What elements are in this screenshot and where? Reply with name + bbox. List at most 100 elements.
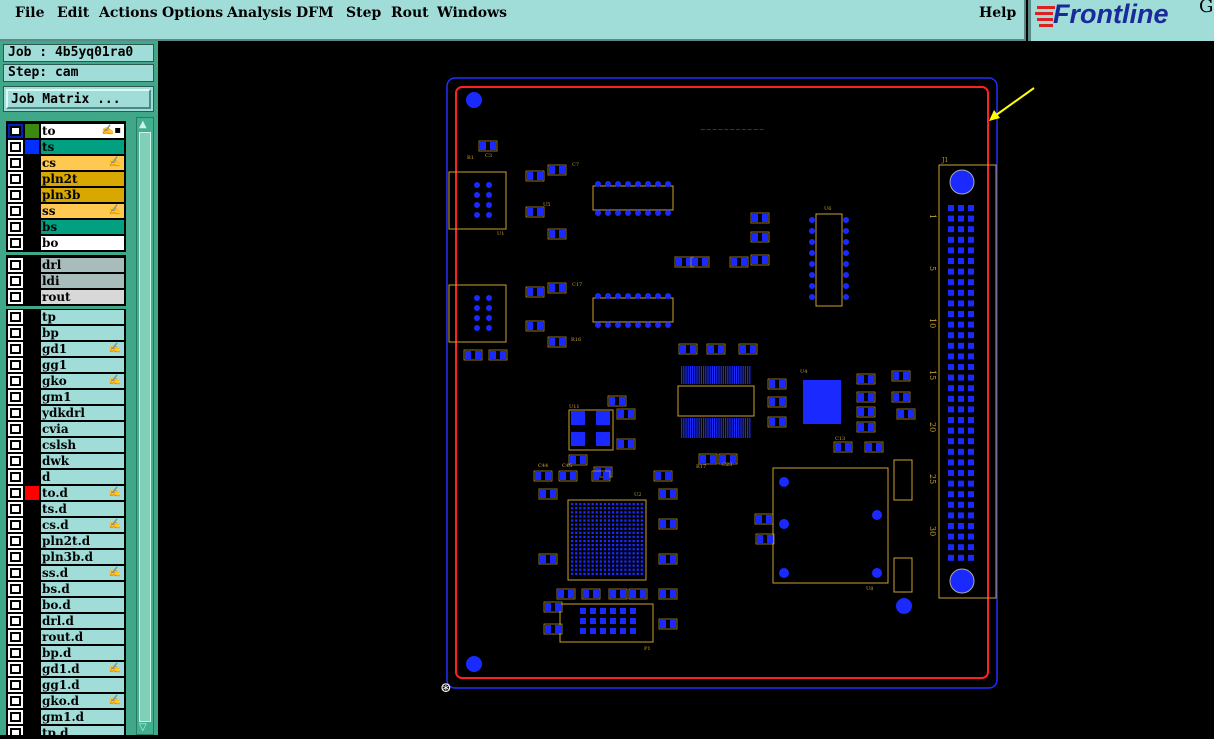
layer-row-gd1-d[interactable]: gd1.d✍ (6, 661, 126, 677)
layer-row-cvia[interactable]: cvia (6, 421, 126, 437)
layer-checkbox[interactable] (8, 694, 23, 708)
layer-name[interactable]: gko.d✍ (41, 694, 124, 708)
layer-row-bo-d[interactable]: bo.d (6, 597, 126, 613)
layer-row-gko-d[interactable]: gko.d✍ (6, 693, 126, 709)
scrollbar-thumb[interactable] (139, 132, 151, 722)
layer-row-bo[interactable]: bo (6, 235, 126, 251)
menu-rout[interactable]: Rout (391, 5, 429, 21)
layer-row-gd1[interactable]: gd1✍ (6, 341, 126, 357)
layer-name[interactable]: d (41, 470, 124, 484)
layer-name[interactable]: ldi (41, 274, 124, 288)
layer-checkbox[interactable] (8, 678, 23, 692)
layer-checkbox[interactable] (8, 140, 23, 154)
layer-name[interactable]: bp.d (41, 646, 124, 660)
layer-row-bp-d[interactable]: bp.d (6, 645, 126, 661)
layer-row-cs[interactable]: cs✍ (6, 155, 126, 171)
layer-row-to[interactable]: to✍▪ (6, 123, 126, 139)
layer-row-ss-d[interactable]: ss.d✍ (6, 565, 126, 581)
layer-row-ts-d[interactable]: ts.d (6, 501, 126, 517)
layer-row-rout[interactable]: rout (6, 289, 126, 305)
layer-row-drl[interactable]: drl (6, 257, 126, 273)
layer-name[interactable]: gko✍ (41, 374, 124, 388)
menu-step[interactable]: Step (346, 5, 382, 21)
menu-windows[interactable]: Windows (437, 5, 508, 21)
layer-checkbox[interactable] (8, 326, 23, 340)
layer-checkbox[interactable] (8, 470, 23, 484)
layer-row-pln2t-d[interactable]: pln2t.d (6, 533, 126, 549)
layer-checkbox[interactable] (8, 358, 23, 372)
layer-checkbox[interactable] (8, 646, 23, 660)
layer-checkbox[interactable] (8, 598, 23, 612)
layer-checkbox[interactable] (8, 390, 23, 404)
layer-row-pln3b-d[interactable]: pln3b.d (6, 549, 126, 565)
layer-name[interactable]: pln2t (41, 172, 124, 186)
layer-checkbox[interactable] (8, 374, 23, 388)
layer-checkbox[interactable] (8, 662, 23, 676)
layer-name[interactable]: pln3b.d (41, 550, 124, 564)
scroll-down-icon[interactable]: ▽ (139, 722, 147, 733)
menu-help[interactable]: Help (979, 5, 1017, 21)
layer-name[interactable]: to.d✍ (41, 486, 124, 500)
layer-row-gm1[interactable]: gm1 (6, 389, 126, 405)
layer-checkbox[interactable] (8, 172, 23, 186)
layer-checkbox[interactable] (8, 274, 23, 288)
layer-name[interactable]: ydkdrl (41, 406, 124, 420)
layer-name[interactable]: gd1.d✍ (41, 662, 124, 676)
layer-name[interactable]: drl.d (41, 614, 124, 628)
layer-row-pln3b[interactable]: pln3b (6, 187, 126, 203)
layer-row-tp-d[interactable]: tp.d (6, 725, 126, 735)
layer-checkbox[interactable] (8, 502, 23, 516)
layer-checkbox[interactable] (8, 310, 23, 324)
layer-scrollbar[interactable]: ▲ ▽ (136, 117, 154, 735)
layer-checkbox[interactable] (8, 124, 23, 138)
layer-row-ydkdrl[interactable]: ydkdrl (6, 405, 126, 421)
layer-row-dwk[interactable]: dwk (6, 453, 126, 469)
layer-row-cs-d[interactable]: cs.d✍ (6, 517, 126, 533)
layer-checkbox[interactable] (8, 220, 23, 234)
layer-name[interactable]: to✍▪ (41, 124, 124, 138)
layer-row-ldi[interactable]: ldi (6, 273, 126, 289)
layer-name[interactable]: dwk (41, 454, 124, 468)
layer-name[interactable]: gg1.d (41, 678, 124, 692)
layer-checkbox[interactable] (8, 726, 23, 735)
layer-name[interactable]: bo (41, 236, 124, 250)
layer-row-gko[interactable]: gko✍ (6, 373, 126, 389)
layer-row-tp[interactable]: tp (6, 309, 126, 325)
layer-checkbox[interactable] (8, 290, 23, 304)
layer-name[interactable]: pln3b (41, 188, 124, 202)
layer-name[interactable]: tp.d (41, 726, 124, 735)
layer-checkbox[interactable] (8, 486, 23, 500)
layer-row-ts[interactable]: ts (6, 139, 126, 155)
layer-name[interactable]: gg1 (41, 358, 124, 372)
layer-checkbox[interactable] (8, 630, 23, 644)
layer-row-gg1[interactable]: gg1 (6, 357, 126, 373)
layer-checkbox[interactable] (8, 236, 23, 250)
job-matrix-button[interactable]: Job Matrix ... (3, 86, 154, 112)
layer-row-ss[interactable]: ss✍ (6, 203, 126, 219)
layer-row-d[interactable]: d (6, 469, 126, 485)
layer-row-gg1-d[interactable]: gg1.d (6, 677, 126, 693)
layer-name[interactable]: cslsh (41, 438, 124, 452)
layer-checkbox[interactable] (8, 534, 23, 548)
layer-checkbox[interactable] (8, 156, 23, 170)
layer-checkbox[interactable] (8, 406, 23, 420)
layer-row-cslsh[interactable]: cslsh (6, 437, 126, 453)
scroll-up-icon[interactable]: ▲ (139, 119, 147, 130)
layer-name[interactable]: cs.d✍ (41, 518, 124, 532)
layer-name[interactable]: ts.d (41, 502, 124, 516)
menu-analysis[interactable]: Analysis (227, 5, 292, 21)
menu-edit[interactable]: Edit (57, 5, 90, 21)
layer-checkbox[interactable] (8, 566, 23, 580)
layer-checkbox[interactable] (8, 550, 23, 564)
layer-name[interactable]: pln2t.d (41, 534, 124, 548)
menu-options[interactable]: Options (162, 5, 224, 21)
layer-row-bs[interactable]: bs (6, 219, 126, 235)
layer-row-bs-d[interactable]: bs.d (6, 581, 126, 597)
layer-name[interactable]: rout.d (41, 630, 124, 644)
layer-name[interactable]: bs.d (41, 582, 124, 596)
layer-name[interactable]: bo.d (41, 598, 124, 612)
layer-name[interactable]: gd1✍ (41, 342, 124, 356)
layer-name[interactable]: gm1.d (41, 710, 124, 724)
layer-row-rout-d[interactable]: rout.d (6, 629, 126, 645)
